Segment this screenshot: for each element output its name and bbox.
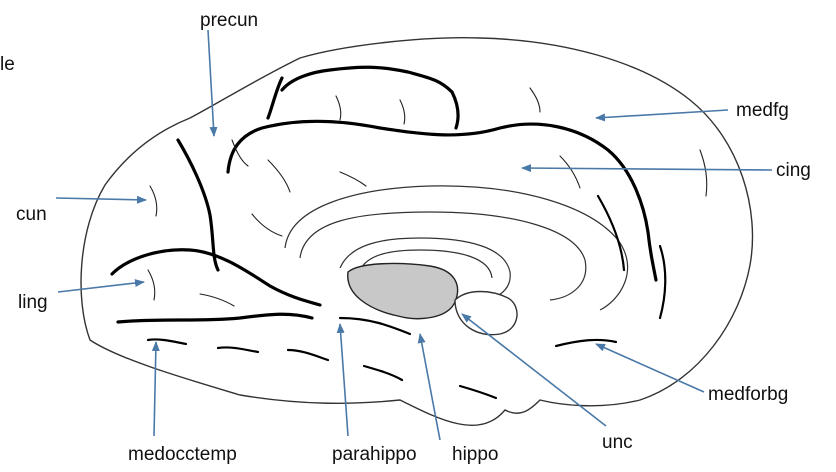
hemisphere-outline (81, 38, 752, 426)
label-medforbg: medforbg (708, 384, 788, 405)
label-cing: cing (776, 160, 811, 181)
label-cun: cun (16, 204, 47, 225)
label-medfg: medfg (736, 100, 789, 121)
label-hippo: hippo (452, 444, 499, 465)
label-unc: unc (602, 432, 633, 453)
label-ling: ling (18, 292, 48, 313)
label-precun: precun (200, 10, 258, 31)
label-parahippo: parahippo (332, 444, 417, 465)
label-medocctemp: medocctemp (128, 444, 237, 465)
label-partial: le (0, 54, 15, 75)
